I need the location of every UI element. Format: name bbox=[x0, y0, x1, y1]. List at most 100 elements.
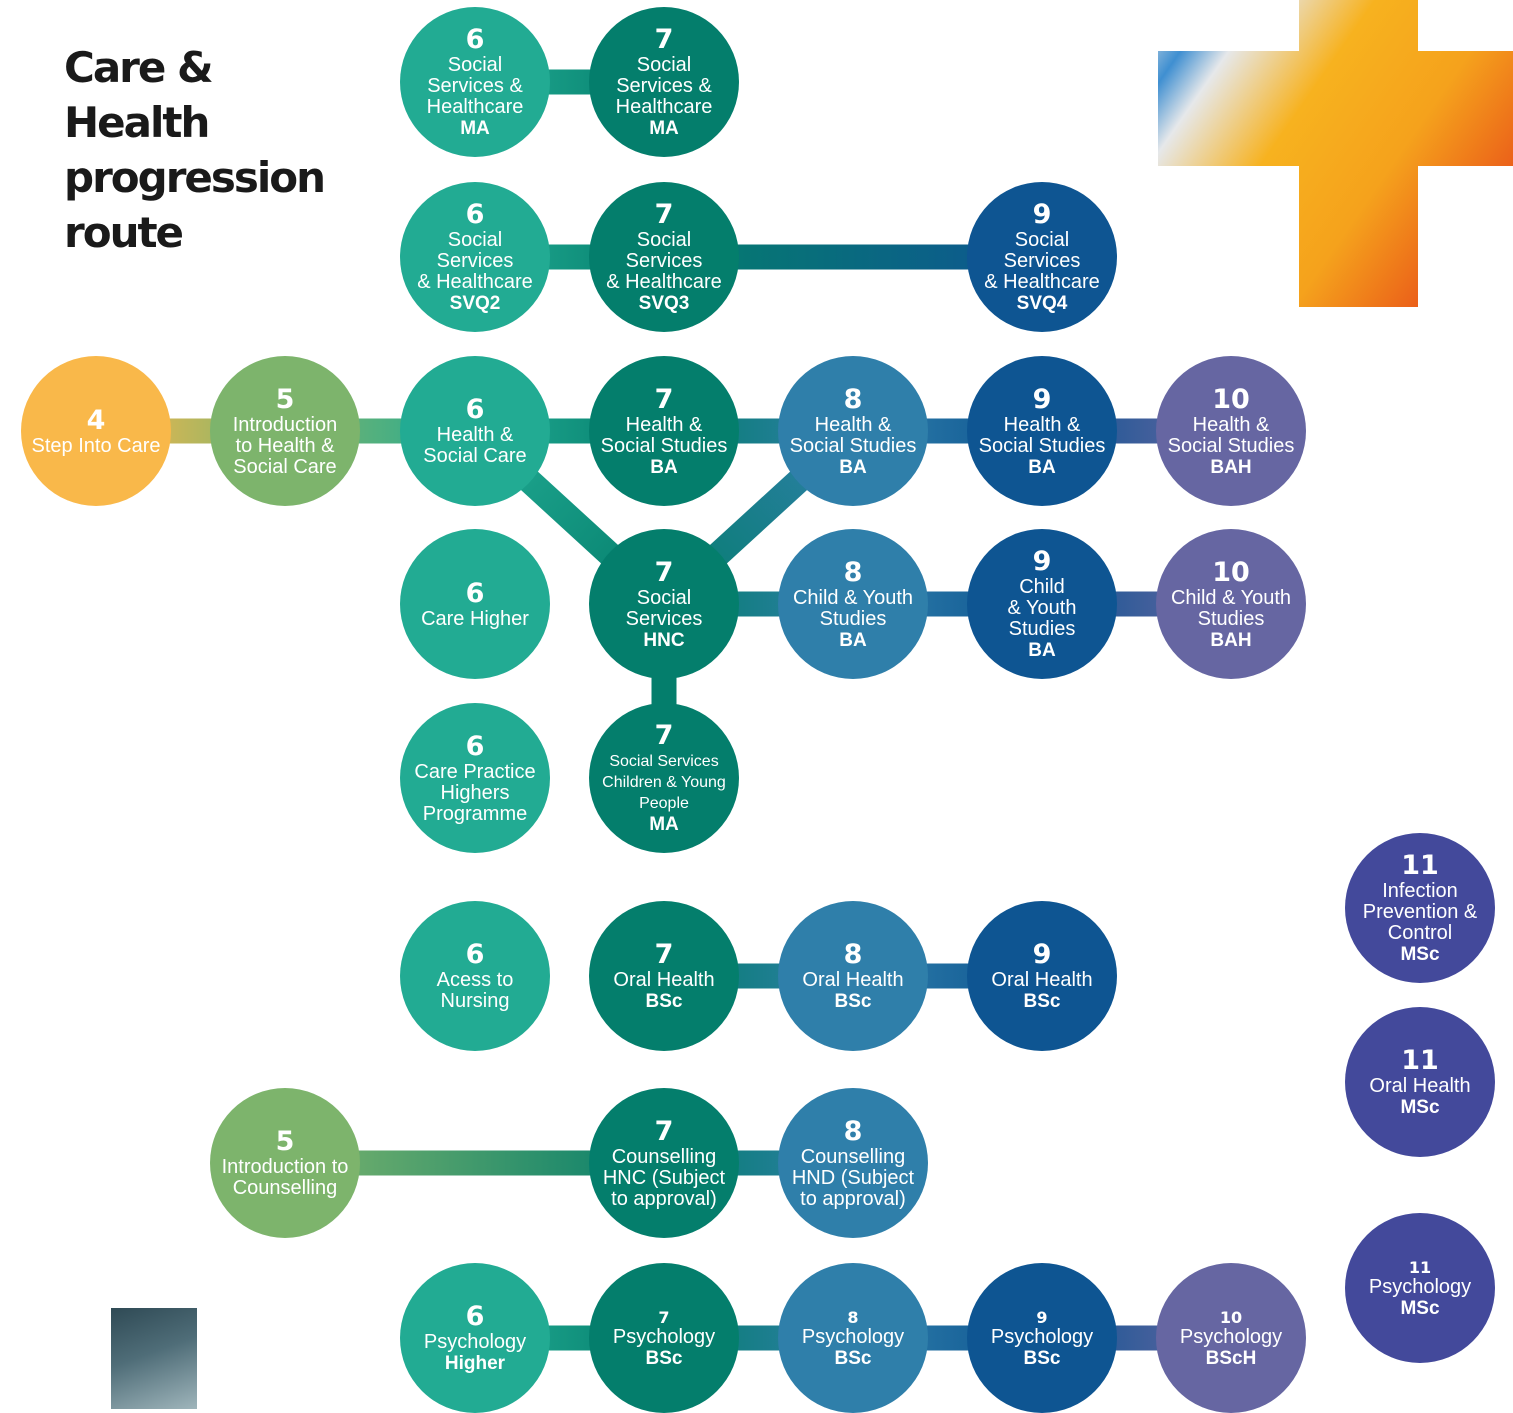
course-title: Social Services & Healthcare bbox=[615, 54, 713, 118]
scqf-level: 7 bbox=[654, 199, 674, 230]
course-title: Psychology bbox=[990, 1325, 1094, 1348]
course-title: Oral Health bbox=[802, 969, 904, 991]
title-line: progression bbox=[64, 153, 326, 202]
qualification: SVQ4 bbox=[1016, 293, 1068, 314]
scqf-level: 10 bbox=[1212, 383, 1250, 415]
scqf-level: 6 bbox=[465, 199, 485, 230]
scqf-level: 8 bbox=[843, 1115, 863, 1147]
qualification: MSc bbox=[1400, 1097, 1440, 1118]
scqf-level: 5 bbox=[275, 383, 295, 415]
course-title: Psychology bbox=[1368, 1275, 1472, 1298]
scqf-level: 7 bbox=[654, 939, 674, 970]
page-title: Care & Health progression route bbox=[64, 40, 364, 260]
course-title: Infection Prevention & Control bbox=[1362, 880, 1478, 944]
scqf-level: 6 bbox=[465, 24, 485, 55]
scqf-level: 6 bbox=[465, 577, 485, 609]
scqf-level: 7 bbox=[654, 1115, 674, 1147]
scqf-level: 9 bbox=[1032, 383, 1052, 415]
scqf-level: 8 bbox=[843, 556, 863, 588]
course-title: Psychology bbox=[423, 1331, 527, 1353]
course-title: Social Services bbox=[625, 586, 703, 630]
scqf-level: 9 bbox=[1032, 939, 1052, 970]
qualification: HNC bbox=[643, 629, 685, 651]
course-title: Psychology bbox=[801, 1325, 905, 1348]
course-title: Counselling HNC (Subject to approval) bbox=[602, 1145, 726, 1210]
course-title: Introduction to Counselling bbox=[221, 1156, 349, 1199]
qualification: BA bbox=[1028, 456, 1056, 478]
scqf-level: 9 bbox=[1032, 546, 1052, 577]
qualification: MA bbox=[649, 118, 679, 139]
title-line: route bbox=[64, 208, 184, 257]
qualification: MSc bbox=[1400, 1297, 1440, 1319]
course-title: Child & Youth Studies bbox=[1007, 576, 1077, 640]
decorative-cross-graphic bbox=[1158, 0, 1513, 307]
scqf-level: 8 bbox=[847, 1307, 859, 1327]
qualification: BA bbox=[650, 456, 678, 478]
course-title: Health & Social Studies bbox=[978, 413, 1106, 457]
qualification: MSc bbox=[1400, 944, 1440, 965]
scqf-level: 10 bbox=[1219, 1307, 1243, 1327]
course-title: Oral Health bbox=[991, 969, 1093, 991]
course-title: Care Practice Highers Programme bbox=[414, 760, 536, 825]
course-title: Step Into Care bbox=[31, 434, 161, 457]
scqf-level: 9 bbox=[1036, 1307, 1048, 1327]
course-title: Health & Social Studies bbox=[789, 413, 917, 457]
qualification: BSc bbox=[834, 991, 872, 1012]
course-title: Health & Social Studies bbox=[600, 413, 728, 457]
scqf-level: 11 bbox=[1401, 1045, 1439, 1076]
qualification: BSc bbox=[834, 1347, 872, 1369]
course-title: Social Services & Healthcare bbox=[417, 229, 533, 293]
course-title: Psychology bbox=[1179, 1325, 1283, 1348]
scqf-level: 10 bbox=[1212, 556, 1250, 588]
qualification: BSc bbox=[645, 991, 683, 1012]
course-title: Introduction to Health & Social Care bbox=[232, 413, 338, 478]
scqf-level: 6 bbox=[465, 1301, 485, 1332]
scqf-level: 11 bbox=[1401, 850, 1439, 881]
course-title: Counselling HND (Subject to approval) bbox=[791, 1145, 915, 1210]
qualification: BScH bbox=[1205, 1347, 1257, 1369]
qualification: BAH bbox=[1210, 629, 1252, 651]
scqf-level: 7 bbox=[654, 383, 674, 415]
qualification: BSc bbox=[1023, 991, 1061, 1012]
scqf-level: 8 bbox=[843, 939, 863, 970]
course-title: Oral Health bbox=[1369, 1075, 1471, 1097]
qualification: BA bbox=[839, 629, 867, 651]
qualification: BSc bbox=[1023, 1347, 1061, 1369]
title-line: Health bbox=[64, 98, 210, 147]
course-title: Social Services & Healthcare bbox=[606, 229, 722, 293]
course-title: Social Services & Healthcare bbox=[426, 54, 524, 118]
scqf-level: 6 bbox=[465, 394, 485, 425]
scqf-level: 7 bbox=[658, 1307, 670, 1327]
qualification: BA bbox=[839, 456, 867, 478]
scqf-level: 4 bbox=[86, 404, 106, 436]
qualification: BA bbox=[1028, 640, 1056, 661]
scqf-level: 7 bbox=[654, 24, 674, 55]
course-title: Oral Health bbox=[613, 969, 715, 991]
qualification: Higher bbox=[444, 1353, 506, 1374]
